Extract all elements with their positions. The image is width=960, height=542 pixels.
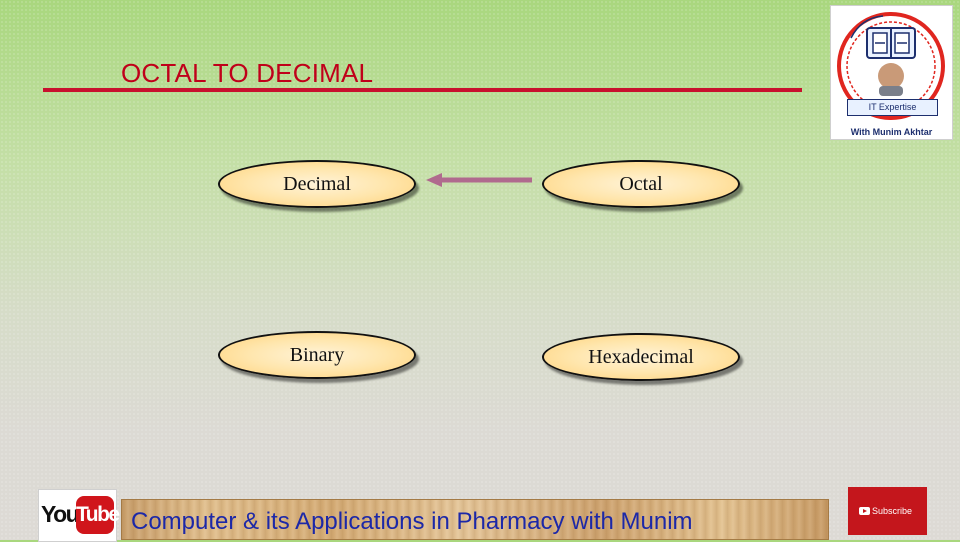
youtube-play-icon xyxy=(859,507,870,515)
subscribe-label: Subscribe xyxy=(872,506,913,516)
logo-label: With Munim Akhtar xyxy=(850,127,933,137)
logo-badge: IT Expertise xyxy=(847,99,938,116)
node-binary: Binary xyxy=(218,331,416,379)
node-decimal: Decimal xyxy=(218,160,416,208)
node-hexadecimal: Hexadecimal xyxy=(542,333,740,381)
banner-text: Computer & its Applications in Pharmacy … xyxy=(131,508,693,535)
channel-logo: IT Expertise With Munim Akhtar xyxy=(831,6,952,139)
node-octal: Octal xyxy=(542,160,740,208)
footer-banner: Computer & its Applications in Pharmacy … xyxy=(121,499,829,540)
logo-seal-icon xyxy=(837,12,945,120)
title-underline xyxy=(43,88,802,92)
conversion-arrow-icon xyxy=(426,173,532,187)
youtube-logo-you: You xyxy=(41,501,80,527)
youtube-logo-tube: Tube xyxy=(76,496,120,534)
youtube-logo: You Tube xyxy=(38,489,120,542)
subscribe-button[interactable]: Subscribe xyxy=(848,487,927,535)
slide-title: OCTAL TO DECIMAL xyxy=(121,58,374,88)
